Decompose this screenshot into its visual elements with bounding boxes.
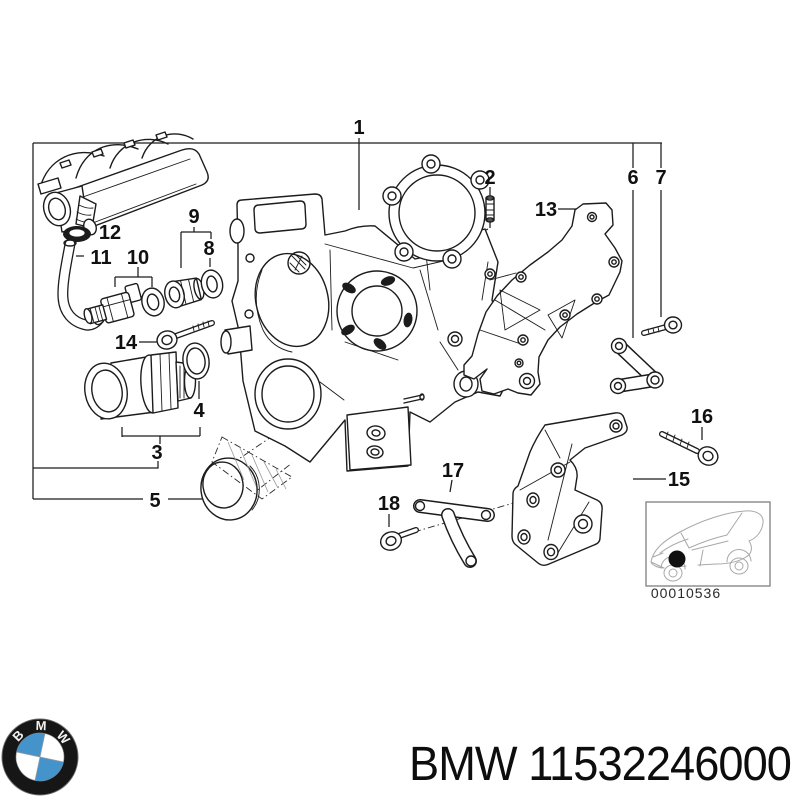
- part-plug-housing-3: [84, 351, 197, 420]
- callout-4: 4: [193, 400, 205, 422]
- part-dowel-pin-2: [485, 195, 495, 223]
- part-washer-10: [141, 287, 165, 317]
- callout-8: 8: [203, 238, 214, 260]
- callout-9: 9: [188, 206, 199, 228]
- callout-2: 2: [484, 167, 495, 189]
- bmw-logo: B M W: [1, 718, 79, 796]
- part-flat-bracket-17: [413, 499, 495, 568]
- part-seal-ring-12: [63, 226, 91, 242]
- part-bolt-18: [379, 527, 419, 551]
- callout-labels: 1 2 3 4 5 6 7 8 9 10 11 12 13 14 15 16 1…: [90, 117, 713, 515]
- part-screw-plug-9: [164, 277, 205, 309]
- callout-10: 10: [127, 247, 149, 269]
- bmw-logo-letter-m: M: [35, 718, 46, 733]
- callout-17: 17: [442, 460, 464, 482]
- callout-1: 1: [353, 117, 364, 139]
- part-bolt-14: [156, 320, 215, 350]
- part-shaft-seal-5: [200, 457, 260, 521]
- part-support-bracket-15: [511, 412, 628, 566]
- part-link-bracket-6: [609, 337, 664, 395]
- footer: B M W BMW 11532246000: [1, 718, 792, 796]
- thumbnail-code: 00010536: [651, 585, 721, 601]
- callout-16: 16: [691, 406, 713, 428]
- location-dot: [668, 550, 686, 568]
- callout-13: 13: [535, 199, 557, 221]
- callout-15: 15: [668, 469, 690, 491]
- part-gasket-ring-8: [200, 269, 224, 299]
- flange-bolt-slots: [341, 276, 413, 350]
- part-o-ring-4: [182, 342, 210, 380]
- part-bolt-7: [641, 316, 683, 336]
- callout-6: 6: [627, 167, 638, 189]
- part-timing-gasket-13: [463, 202, 623, 396]
- part-bolt-16: [659, 431, 719, 466]
- timing-case-cover: [211, 193, 513, 500]
- callout-14: 14: [115, 332, 138, 354]
- vehicle-outline: [650, 510, 764, 582]
- intake-manifold: [37, 131, 209, 236]
- callout-18: 18: [378, 493, 400, 515]
- callout-3: 3: [151, 442, 162, 464]
- callout-5: 5: [149, 490, 160, 512]
- part-number-text: BMW 11532246000: [409, 738, 791, 791]
- callout-7: 7: [655, 167, 666, 189]
- callout-12: 12: [99, 222, 121, 244]
- vehicle-thumbnail: 00010536: [645, 501, 771, 601]
- callout-11: 11: [90, 247, 111, 269]
- section-hatch: [211, 436, 293, 500]
- water-pump-gasket: [382, 154, 490, 269]
- part-pressure-switch-10: [83, 282, 142, 325]
